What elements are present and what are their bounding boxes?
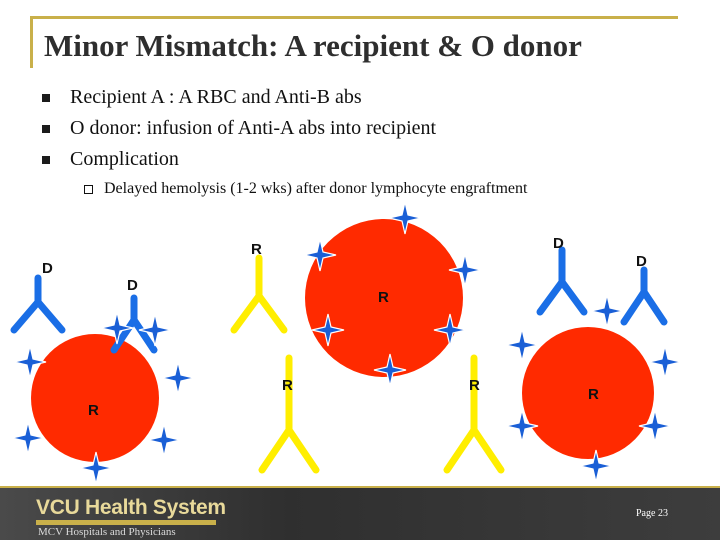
footer: VCU Health System MCV Hospitals and Phys…	[0, 486, 720, 540]
rbc-right	[522, 327, 654, 459]
sub-bullet-marker	[84, 185, 93, 194]
antigen-star	[590, 294, 624, 328]
vcu-logo-bar	[36, 520, 216, 525]
bullet-text-2: O donor: infusion of Anti-A abs into rec…	[70, 117, 437, 139]
recipient-antibodies	[230, 254, 505, 474]
recipient-antibody	[230, 254, 288, 334]
recipient-antibody	[258, 354, 320, 474]
antigen-star	[138, 313, 172, 347]
page-number: Page 23	[636, 508, 668, 519]
footer-rule	[0, 486, 720, 488]
rbc-left	[31, 334, 159, 462]
antigen-star	[648, 345, 682, 379]
bullet-marker-1	[42, 94, 50, 102]
donor-antibodies	[10, 246, 668, 354]
recipient-antibody	[443, 354, 505, 474]
label-recipient: R	[251, 241, 262, 258]
vcu-logo-text: VCU Health System	[36, 496, 226, 519]
bullet-text-1: Recipient A : A RBC and Anti-B abs	[70, 86, 362, 108]
label-recipient: R	[282, 377, 293, 394]
label-recipient: R	[378, 289, 389, 306]
bullet-marker-2	[42, 125, 50, 133]
vcu-logo-subtext: MCV Hospitals and Physicians	[38, 526, 176, 538]
label-recipient: R	[88, 402, 99, 419]
bullet-text-3: Complication	[70, 148, 179, 170]
donor-antibody	[110, 294, 158, 354]
sub-bullet-text: Delayed hemolysis (1-2 wks) after donor …	[104, 180, 528, 197]
donor-antibody	[10, 274, 66, 334]
footer-background	[0, 486, 720, 540]
antigen-star	[147, 423, 181, 457]
rbc-center	[305, 219, 463, 377]
title-accent-left	[30, 16, 33, 68]
title-accent-top	[30, 16, 678, 19]
label-donor: D	[42, 260, 53, 277]
label-recipient: R	[588, 386, 599, 403]
label-donor: D	[636, 253, 647, 270]
bullet-marker-3	[42, 156, 50, 164]
slide-title: Minor Mismatch: A recipient & O donor	[44, 28, 582, 63]
antigen-star	[161, 361, 195, 395]
antigen-star	[505, 328, 539, 362]
label-donor: D	[553, 235, 564, 252]
donor-antibody	[536, 246, 588, 316]
label-recipient: R	[469, 377, 480, 394]
donor-antibody	[620, 266, 668, 326]
label-donor: D	[127, 277, 138, 294]
